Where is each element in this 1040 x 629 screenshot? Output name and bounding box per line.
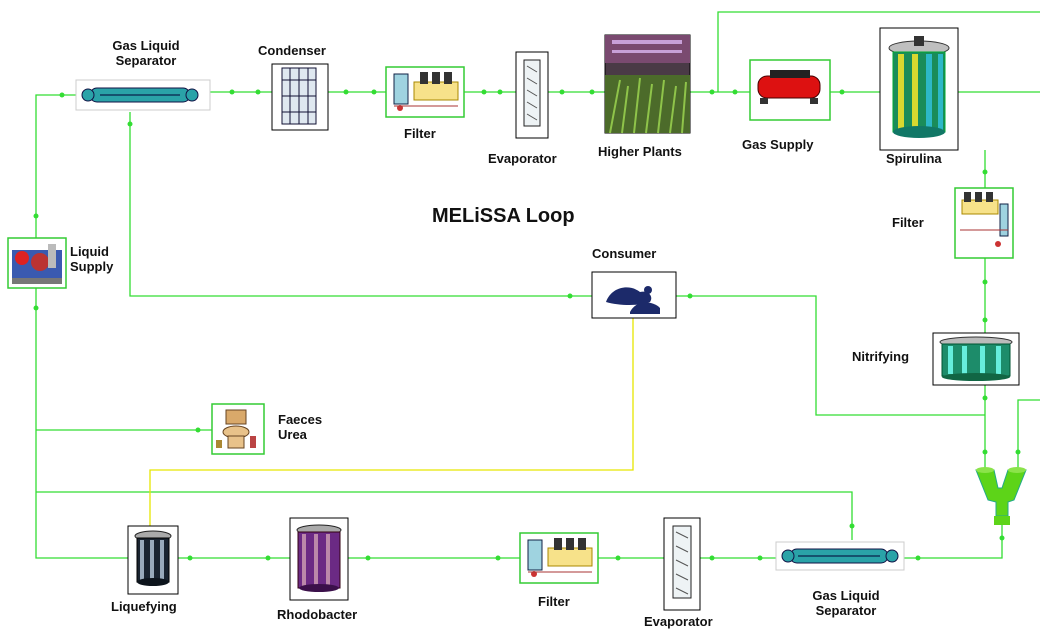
consumer-unit[interactable] bbox=[591, 271, 677, 319]
label-gas-liquid-separator-bottom: Gas Liquid Separator bbox=[812, 588, 880, 618]
label-filter-bottom: Filter bbox=[538, 594, 570, 609]
label-higher-plants: Higher Plants bbox=[598, 144, 682, 159]
faeces-urea-unit[interactable] bbox=[211, 403, 265, 455]
pipe-right-down bbox=[1017, 399, 1040, 470]
label-gas-liquid-separator-top: Gas Liquid Separator bbox=[112, 38, 180, 68]
pipe-gls-consumer bbox=[129, 112, 592, 297]
pipe-top-right-loop bbox=[717, 11, 1040, 92]
label-faeces-urea: Faeces Urea bbox=[278, 412, 323, 442]
label-gas-supply: Gas Supply bbox=[742, 137, 814, 152]
label-filter-top: Filter bbox=[404, 126, 436, 141]
label-rhodobacter: Rhodobacter bbox=[277, 607, 358, 622]
label-evaporator-bottom: Evaporator bbox=[644, 614, 713, 629]
gas-supply-unit[interactable] bbox=[749, 59, 831, 121]
label-liquefying: Liquefying bbox=[111, 599, 177, 614]
spirulina-unit[interactable] bbox=[879, 27, 959, 151]
filter-top-unit[interactable] bbox=[385, 66, 465, 118]
pipe-consumer-out bbox=[676, 295, 985, 416]
label-liquid-supply: Liquid Supply bbox=[70, 244, 114, 274]
label-consumer: Consumer bbox=[592, 246, 657, 261]
y-mixer-unit[interactable] bbox=[975, 467, 1027, 525]
label-condenser: Condenser bbox=[258, 43, 326, 58]
rhodobacter-unit[interactable] bbox=[289, 517, 349, 601]
pipe-left-main bbox=[35, 288, 128, 559]
pipe-gls-left bbox=[35, 94, 76, 238]
condenser-unit[interactable] bbox=[271, 63, 329, 131]
label-spirulina: Spirulina bbox=[886, 151, 942, 166]
waste-line bbox=[149, 318, 634, 528]
label-evaporator-top: Evaporator bbox=[488, 151, 557, 166]
diagram-title: MELiSSA Loop bbox=[432, 205, 575, 227]
gas-liquid-separator-bottom-unit[interactable] bbox=[775, 541, 905, 571]
higher-plants-unit[interactable] bbox=[604, 34, 691, 134]
nitrifying-unit[interactable] bbox=[932, 332, 1020, 386]
filter-right-unit[interactable] bbox=[954, 187, 1014, 259]
liquefying-unit[interactable] bbox=[127, 525, 179, 595]
label-filter-right: Filter bbox=[892, 215, 924, 230]
filter-bottom-unit[interactable] bbox=[519, 532, 599, 584]
gas-liquid-separator-top-unit[interactable] bbox=[75, 79, 211, 111]
liquid-supply-unit[interactable] bbox=[7, 237, 67, 289]
label-nitrifying: Nitrifying bbox=[852, 349, 910, 364]
pipe-gls-mixer bbox=[904, 525, 1003, 559]
evaporator-bottom-unit[interactable] bbox=[663, 517, 701, 611]
evaporator-top-unit[interactable] bbox=[515, 51, 549, 139]
